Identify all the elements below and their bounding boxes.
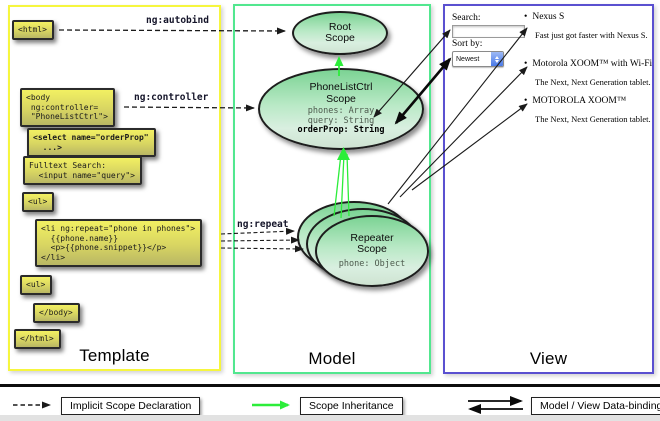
phonelistctrl-scope-orderprop: orderProp: String xyxy=(297,125,385,136)
search-label: Search: xyxy=(452,13,481,23)
code-box-ul-open: <ul> xyxy=(22,192,55,212)
sort-by-label: Sort by: xyxy=(452,39,483,49)
root-scope-title: Root Scope xyxy=(325,20,355,44)
legend-implicit-box: Implicit Scope Declaration xyxy=(61,397,201,415)
bottom-strip xyxy=(0,415,660,421)
model-panel: Model xyxy=(233,4,431,374)
repeater-scope-ellipse-front: Repeater Scope phone: Object xyxy=(315,215,429,287)
code-box-html-open: <html> xyxy=(12,20,54,40)
sort-dropdown[interactable]: Newest xyxy=(452,51,504,67)
dropdown-stepper-icon xyxy=(491,52,503,66)
phone-name: MOTOROLA XOOM™ xyxy=(532,96,627,106)
phone-list-item: • Nexus S Fast just got faster with Nexus… xyxy=(524,12,648,40)
phone-desc: The Next, Next Generation tablet. xyxy=(535,114,651,124)
phone-desc: The Next, Next Generation tablet. xyxy=(535,77,651,87)
code-box-html-close: </html> xyxy=(14,329,61,349)
phone-desc: Fast just got faster with Nexus S. xyxy=(535,30,648,40)
sort-dropdown-value: Newest xyxy=(456,55,480,63)
bullet-icon: • xyxy=(524,12,528,22)
view-panel-label: View xyxy=(529,349,568,368)
phone-list-item: • Motorola XOOM™ with Wi-Fi The Next, Nex… xyxy=(524,59,652,87)
legend-databinding-box: Model / View Data-binding xyxy=(531,397,660,415)
code-box-fulltext-search: Fulltext Search: <input name="query"> xyxy=(23,156,142,185)
code-box-li-repeat: <li ng:repeat="phone in phones"> {{phone… xyxy=(35,219,203,267)
code-box-body-close: </body> xyxy=(33,303,80,323)
root-scope-ellipse: Root Scope xyxy=(292,11,388,55)
code-box-body-open: <body ng:controller= "PhoneListCtrl"> xyxy=(20,88,115,127)
search-input[interactable] xyxy=(452,25,525,38)
phone-list-item: • MOTOROLA XOOM™ The Next, Next Generatio… xyxy=(524,96,651,124)
ng-autobind-label: ng:autobind xyxy=(146,15,209,26)
model-panel-label: Model xyxy=(308,349,356,368)
legend-databinding-arrows xyxy=(468,396,523,414)
phonelistctrl-scope-ellipse: PhoneListCtrl Scope phones: Array query:… xyxy=(258,68,424,150)
phonelistctrl-scope-title: PhoneListCtrl Scope xyxy=(309,81,373,105)
phonelistctrl-scope-props: phones: Array query: String xyxy=(307,106,375,126)
legend-inheritance-box: Scope Inheritance xyxy=(300,397,403,415)
repeater-scope-title: Repeater Scope xyxy=(350,231,394,256)
code-box-select: <select name="orderProp" ...> xyxy=(27,128,156,157)
template-panel-label: Template xyxy=(79,346,150,365)
code-box-ul-close: <ul> xyxy=(20,275,53,295)
bullet-icon: • xyxy=(524,96,528,106)
ng-controller-label: ng:controller xyxy=(134,92,209,103)
legend-separator xyxy=(0,384,660,387)
ng-repeat-label: ng:repeat xyxy=(237,219,289,230)
bullet-icon: • xyxy=(524,59,528,69)
phone-name: Motorola XOOM™ with Wi-Fi xyxy=(532,59,653,69)
repeater-scope-prop: phone: Object xyxy=(338,258,406,269)
phone-name: Nexus S xyxy=(532,12,565,22)
